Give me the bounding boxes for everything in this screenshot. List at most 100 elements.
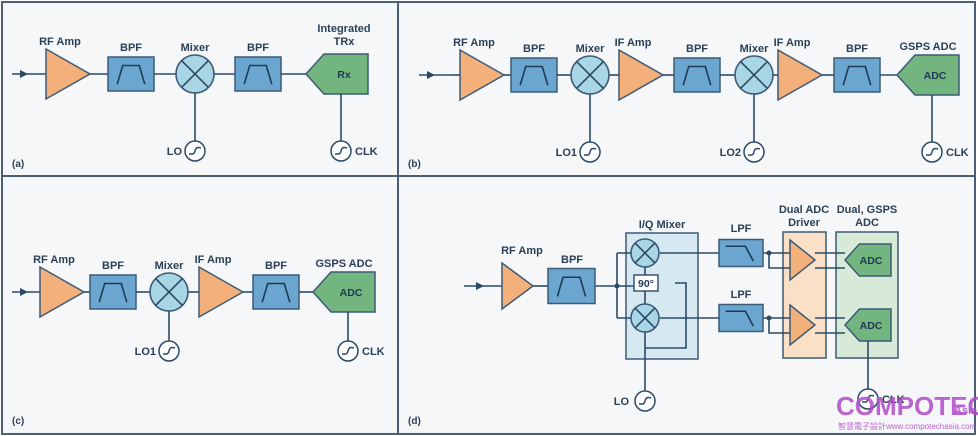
junction-dot xyxy=(766,250,772,256)
amplifier-rf-amp xyxy=(39,265,86,319)
bpf-label: BPF xyxy=(523,43,545,55)
multiply-icon xyxy=(634,307,656,329)
driver-label-line2: Driver xyxy=(788,217,821,229)
input-arrow-icon xyxy=(20,70,28,78)
adc-bottom xyxy=(843,308,892,342)
bandpass-filter xyxy=(89,274,137,310)
bandpass-filter xyxy=(510,57,558,93)
lpf-top-label: LPF xyxy=(731,223,752,235)
lowpass-filter-bottom xyxy=(718,303,764,333)
bandpass-icon xyxy=(682,65,712,86)
bpf-label: BPF xyxy=(265,260,287,272)
panel-b-signal-chain xyxy=(419,48,960,163)
lowpass-icon xyxy=(725,245,755,262)
bandpass-filter xyxy=(673,57,721,93)
adc-label-line2: TRx xyxy=(334,36,356,48)
mixer-label: Mixer xyxy=(181,42,210,54)
bandpass-filter xyxy=(833,57,881,93)
panel-d-tag: (d) xyxy=(408,416,421,427)
sine-wave-icon xyxy=(583,147,597,156)
sine-wave-icon xyxy=(162,346,176,355)
amp-label: RF Amp xyxy=(453,37,495,49)
sine-wave-icon xyxy=(334,146,348,155)
adc-top xyxy=(843,243,892,277)
bandpass-icon xyxy=(116,64,146,85)
bandpass-filter xyxy=(547,267,596,305)
lo-label: LO1 xyxy=(135,346,156,358)
sine-wave-icon xyxy=(861,394,875,403)
bandpass-icon xyxy=(98,282,128,303)
phase-shifter-90 xyxy=(633,274,659,292)
lo-label: LO2 xyxy=(720,147,741,159)
compotech-watermark: COMPOTECH Asia 智慧電子設計www.compotechasia.c… xyxy=(836,391,978,431)
bpf-label-d: BPF xyxy=(561,254,583,266)
amp-label: IF Amp xyxy=(774,37,811,49)
bpf-label: BPF xyxy=(686,43,708,55)
panel-b-tag: (b) xyxy=(408,159,421,170)
bandpass-icon xyxy=(243,64,273,85)
amplifier-rf-amp xyxy=(45,47,92,101)
sine-wave-icon xyxy=(638,396,652,405)
multiply-icon xyxy=(181,60,209,88)
bandpass-icon xyxy=(842,65,872,86)
adc-inner-label: Rx xyxy=(337,69,351,81)
adc-block xyxy=(895,54,960,96)
clk-label: CLK xyxy=(362,346,385,358)
lowpass-filter-top xyxy=(718,238,764,268)
clk-label: CLK xyxy=(355,146,378,158)
lowpass-icon xyxy=(725,310,755,327)
adc-block xyxy=(311,271,376,313)
panel-a-tag: (a) xyxy=(12,159,24,170)
adc-label: GSPS ADC xyxy=(899,41,956,53)
mixer-label: Mixer xyxy=(576,43,605,55)
bandpass-filter xyxy=(234,56,282,92)
panel-c-tag: (c) xyxy=(12,416,24,427)
sine-wave-icon xyxy=(925,147,939,156)
bpf-label: BPF xyxy=(120,42,142,54)
adc-bottom-label: ADC xyxy=(860,320,883,332)
amplifier-rf-amp xyxy=(459,48,506,102)
amp-label: RF Amp xyxy=(33,254,75,266)
multiply-icon xyxy=(634,242,656,264)
bandpass-filter xyxy=(252,274,300,310)
amp-label: IF Amp xyxy=(195,254,232,266)
wire-90-loop xyxy=(645,282,687,349)
adc-inner-label: ADC xyxy=(924,70,947,82)
adc-inner-label: ADC xyxy=(340,287,363,299)
wire-driver-adc-top xyxy=(815,252,845,269)
bandpass-icon xyxy=(519,65,549,86)
phase-shift-label: 90° xyxy=(638,278,654,290)
multiply-icon xyxy=(576,61,604,89)
adc-top-label: ADC xyxy=(860,255,883,267)
input-arrow-icon xyxy=(20,288,28,296)
panel-c-signal-chain xyxy=(12,265,376,362)
input-arrow-icon xyxy=(476,282,484,290)
amplifier-rf-amp xyxy=(501,261,535,311)
watermark-region: Asia xyxy=(954,405,978,417)
clk-label: CLK xyxy=(882,394,905,406)
lo-label: LO1 xyxy=(556,147,577,159)
sine-wave-icon xyxy=(747,147,761,156)
panel-d-blocks xyxy=(501,238,892,412)
amplifier-if-amp xyxy=(618,48,665,102)
adc-block xyxy=(304,53,369,95)
mixer-label: Mixer xyxy=(740,43,769,55)
driver-label-line1: Dual ADC xyxy=(779,204,829,216)
junction-dot xyxy=(614,283,620,289)
adc-group-label-line1: Dual, GSPS xyxy=(837,204,898,216)
lpf-bottom-label: LPF xyxy=(731,289,752,301)
adc-driver-top xyxy=(789,238,817,282)
sine-wave-icon xyxy=(341,346,355,355)
adc-driver-bottom xyxy=(789,303,817,347)
multiply-icon xyxy=(155,278,183,306)
multiply-icon xyxy=(740,61,768,89)
bandpass-icon xyxy=(556,276,587,297)
bandpass-filter xyxy=(107,56,155,92)
clk-label: CLK xyxy=(946,147,969,159)
iq-mixer-label: I/Q Mixer xyxy=(639,219,686,231)
bpf-label: BPF xyxy=(247,42,269,54)
adc-label: GSPS ADC xyxy=(315,258,372,270)
adc-label-line1: Integrated xyxy=(317,23,370,35)
amp-label: IF Amp xyxy=(615,37,652,49)
